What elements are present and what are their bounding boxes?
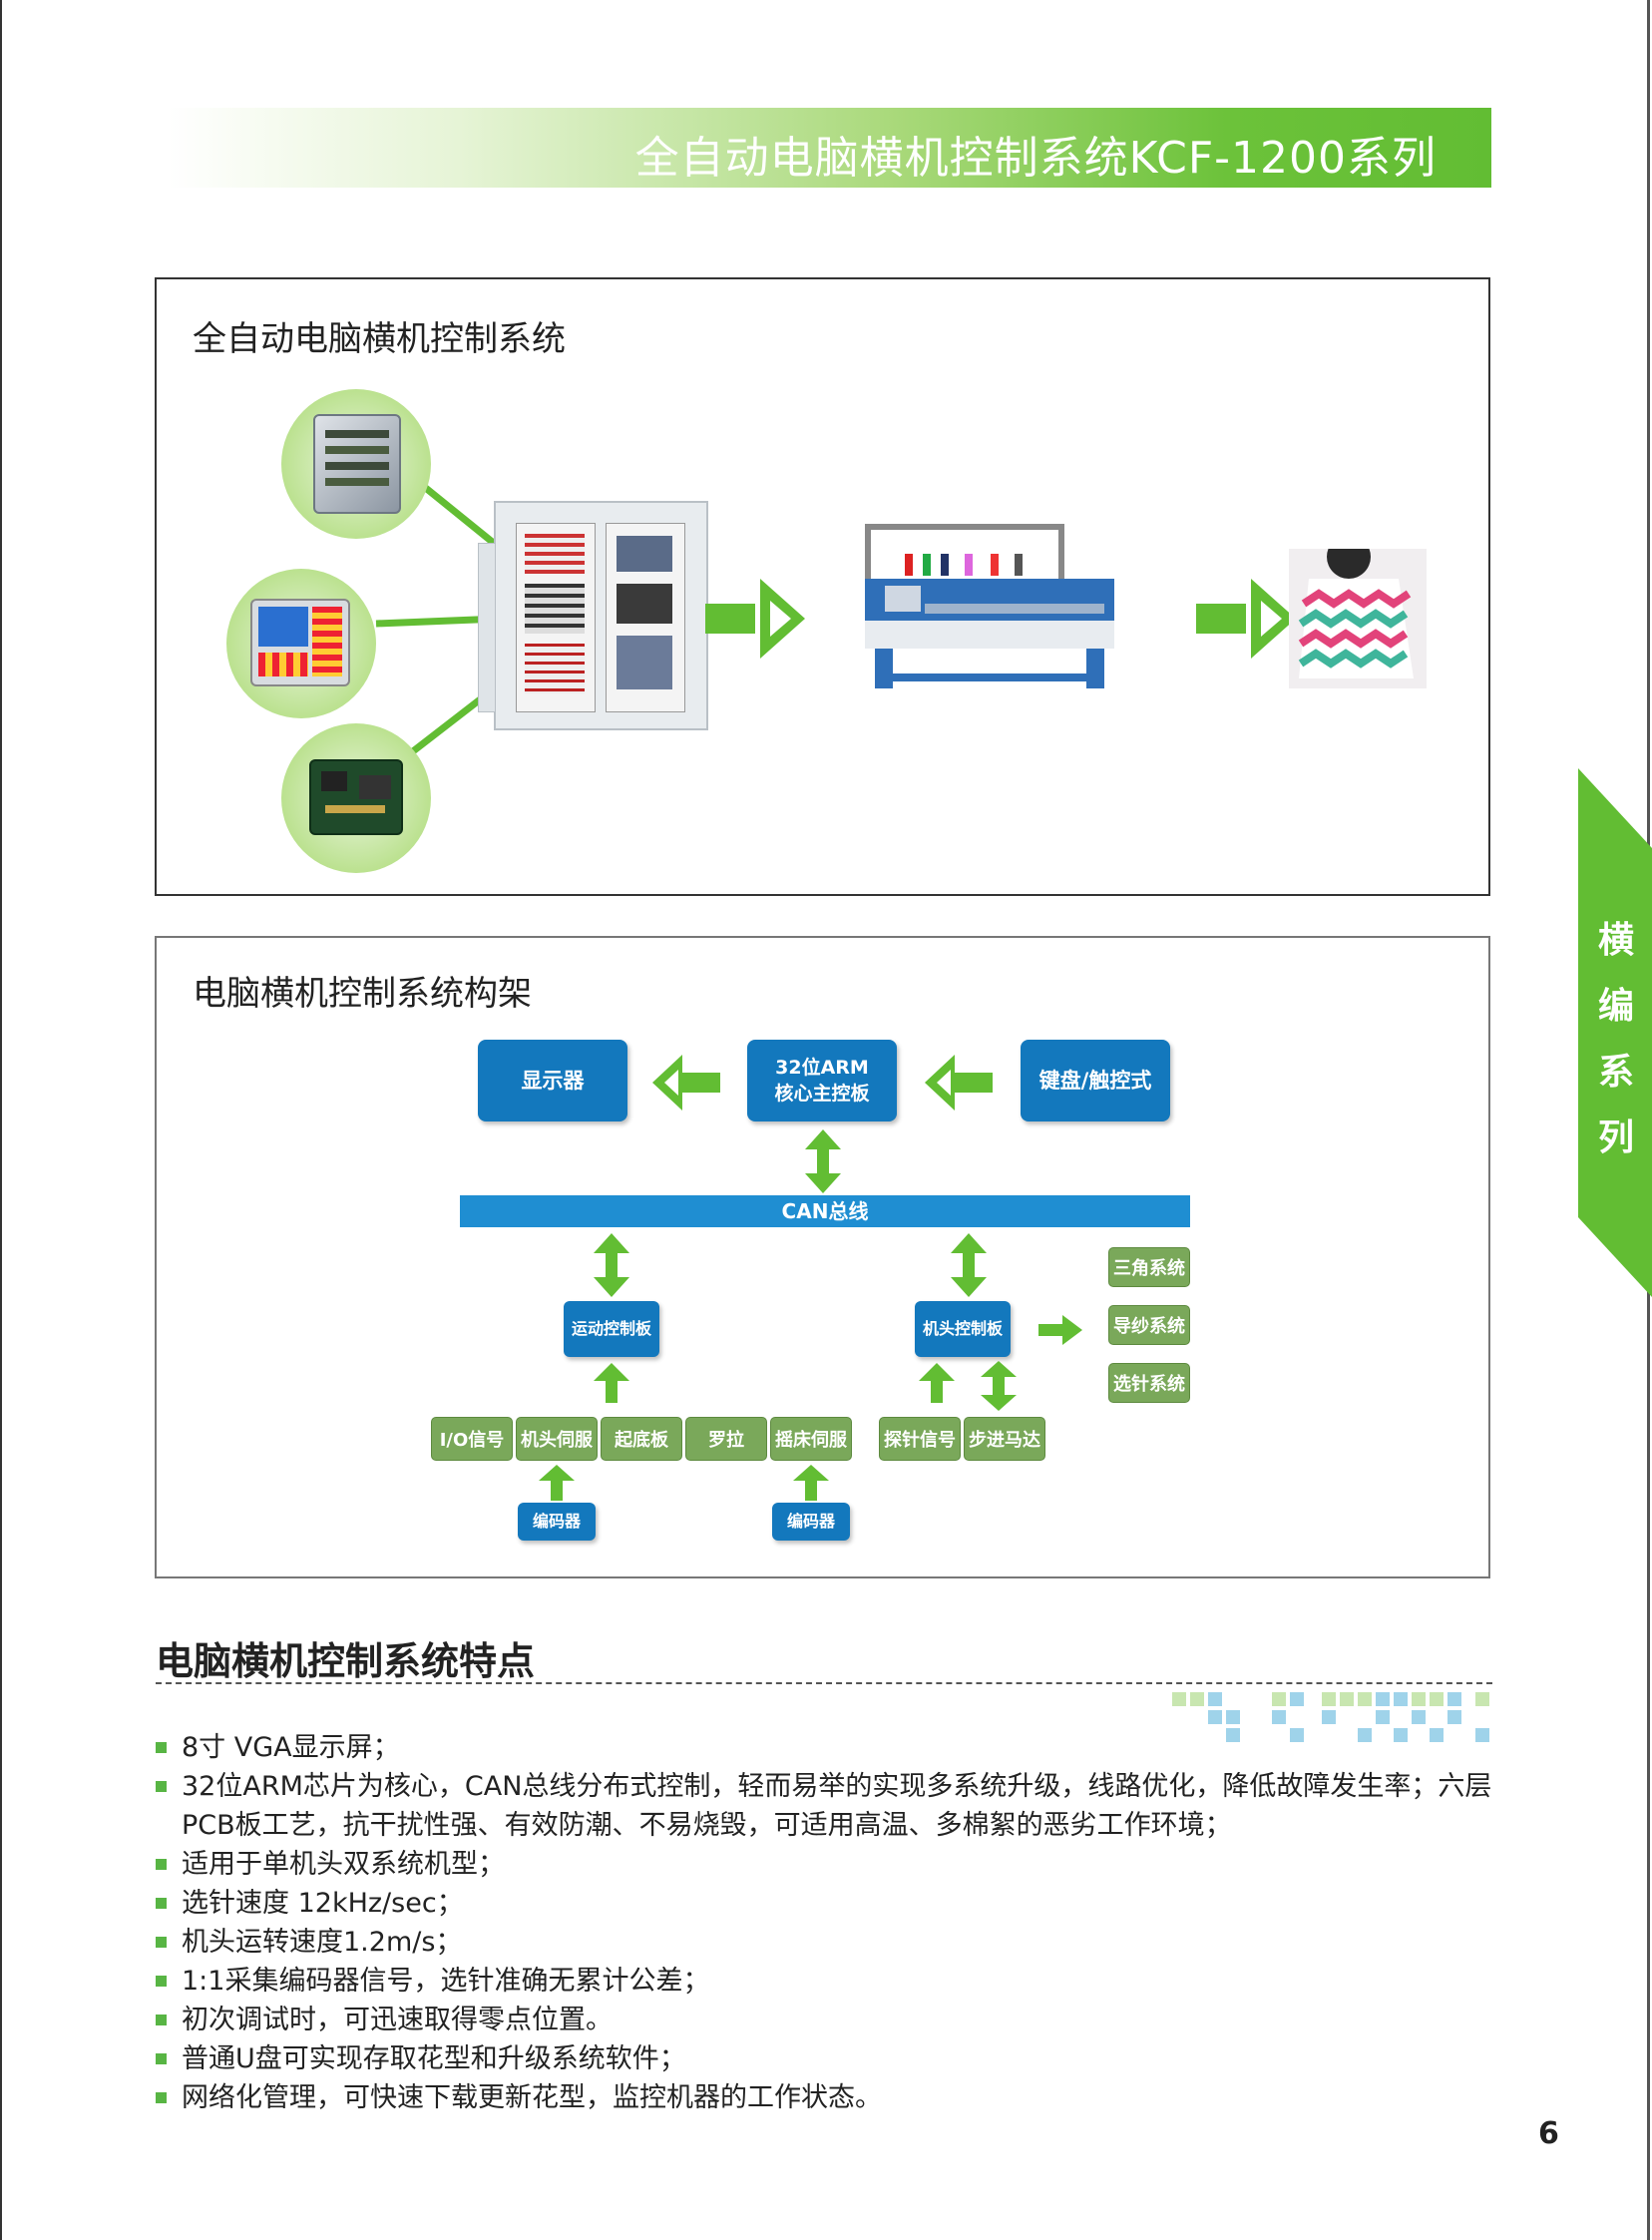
feature-item: 32位ARM芯片为核心，CAN总线分布式控制，轻而易举的实现多系统升级，线路优化…: [156, 1767, 1492, 1845]
side-tab: 横编系列: [1578, 768, 1652, 1297]
arrow-main-can: [805, 1129, 841, 1193]
header-title: 全自动电脑横机控制系统KCF-1200系列: [634, 133, 1437, 184]
sweater-product-image: [1289, 549, 1427, 688]
bullet-icon: [156, 1859, 167, 1870]
input-stepper-motor: 步进马达: [964, 1417, 1045, 1461]
arrow-keyboard-to-main: [925, 1055, 993, 1111]
input-probe-signal: 探针信号: [879, 1417, 961, 1461]
arrow-head-to-subsystems: [1038, 1315, 1082, 1345]
can-bus-bar: CAN总线: [460, 1195, 1190, 1227]
side-tab-label: 横编系列: [1597, 920, 1634, 1158]
input-cast-on-plate: 起底板: [601, 1417, 682, 1461]
input-io-signal: I/O信号: [431, 1417, 513, 1461]
pcb-board-thumbnail: [281, 723, 431, 873]
bullet-icon: [156, 1898, 167, 1909]
system-overview-panel: 全自动电脑横机控制系统: [155, 277, 1490, 896]
features-divider: [156, 1682, 1492, 1684]
input-head-servo: 机头伺服: [516, 1417, 598, 1461]
display-panel-thumbnail: [226, 569, 376, 718]
bullet-icon: [156, 2092, 167, 2103]
bullet-icon: [156, 2053, 167, 2064]
architecture-title: 电脑横机控制系统构架: [193, 974, 532, 1014]
mainboard-box: 32位ARM 核心主控板: [747, 1040, 897, 1121]
header-banner: 全自动电脑横机控制系统KCF-1200系列: [168, 108, 1491, 188]
bullet-icon: [156, 1937, 167, 1948]
pcb-board-image: [309, 759, 403, 835]
feature-item: 普通U盘可实现存取花型和升级系统软件；: [156, 2039, 1492, 2078]
display-panel-image: [250, 599, 350, 686]
architecture-panel: 电脑横机控制系统构架 显示器 32位ARM 核心主控板 键盘/触控式 CAN总线…: [155, 936, 1490, 1578]
subsystem-needle-selection: 选针系统: [1108, 1363, 1190, 1403]
head-control-board: 机头控制板: [915, 1301, 1011, 1357]
encoder-box-1: 编码器: [518, 1503, 596, 1541]
knitting-machine-image: [865, 524, 1114, 688]
feature-item: 适用于单机头双系统机型；: [156, 1845, 1492, 1884]
page-border-left: [0, 0, 2, 2240]
feature-item: 网络化管理，可快速下载更新花型，监控机器的工作状态。: [156, 2078, 1492, 2117]
arrow-encoder-2: [793, 1465, 829, 1501]
encoder-box-2: 编码器: [772, 1503, 850, 1541]
arrow-main-to-display: [652, 1055, 720, 1111]
page-number: 6: [1538, 2116, 1559, 2151]
system-overview-title: 全自动电脑横机控制系统: [193, 319, 566, 359]
feature-item: 1:1采集编码器信号，选针准确无累计公差；: [156, 1962, 1492, 2001]
bullet-icon: [156, 2015, 167, 2025]
feature-item: 机头运转速度1.2m/s；: [156, 1923, 1492, 1962]
flow-arrow-2: [1196, 579, 1296, 659]
decorative-pixel-pattern: [1172, 1692, 1489, 1742]
bullet-icon: [156, 1781, 167, 1792]
bullet-icon: [156, 1976, 167, 1987]
control-rack-thumbnail: [281, 389, 431, 539]
subsystem-yarn-guide: 导纱系统: [1108, 1305, 1190, 1345]
flow-arrow-1: [705, 579, 805, 659]
feature-item: 初次调试时，可迅速取得零点位置。: [156, 2001, 1492, 2039]
input-racking-servo: 摇床伺服: [770, 1417, 852, 1461]
bullet-icon: [156, 1742, 167, 1753]
keyboard-box: 键盘/触控式: [1021, 1040, 1170, 1121]
motion-control-board: 运动控制板: [564, 1301, 659, 1357]
arrow-probe-to-head: [919, 1363, 955, 1403]
arrow-can-head: [951, 1233, 987, 1297]
arrow-inputs-to-motion: [594, 1363, 629, 1403]
electrical-cabinet-image: [478, 501, 708, 730]
subsystem-triangle: 三角系统: [1108, 1247, 1190, 1287]
feature-item: 8寸 VGA显示屏；: [156, 1728, 1492, 1767]
display-box: 显示器: [478, 1040, 627, 1121]
features-list: 8寸 VGA显示屏； 32位ARM芯片为核心，CAN总线分布式控制，轻而易举的实…: [156, 1728, 1492, 2117]
side-tab-shape: [1578, 768, 1652, 1297]
arrow-can-motion: [594, 1233, 629, 1297]
features-title: 电脑横机控制系统特点: [156, 1639, 536, 1683]
input-roller: 罗拉: [685, 1417, 767, 1461]
arrow-stepper-head: [981, 1361, 1017, 1411]
arrow-encoder-1: [539, 1465, 575, 1501]
control-rack-image: [313, 414, 401, 514]
feature-item: 选针速度 12kHz/sec；: [156, 1884, 1492, 1923]
